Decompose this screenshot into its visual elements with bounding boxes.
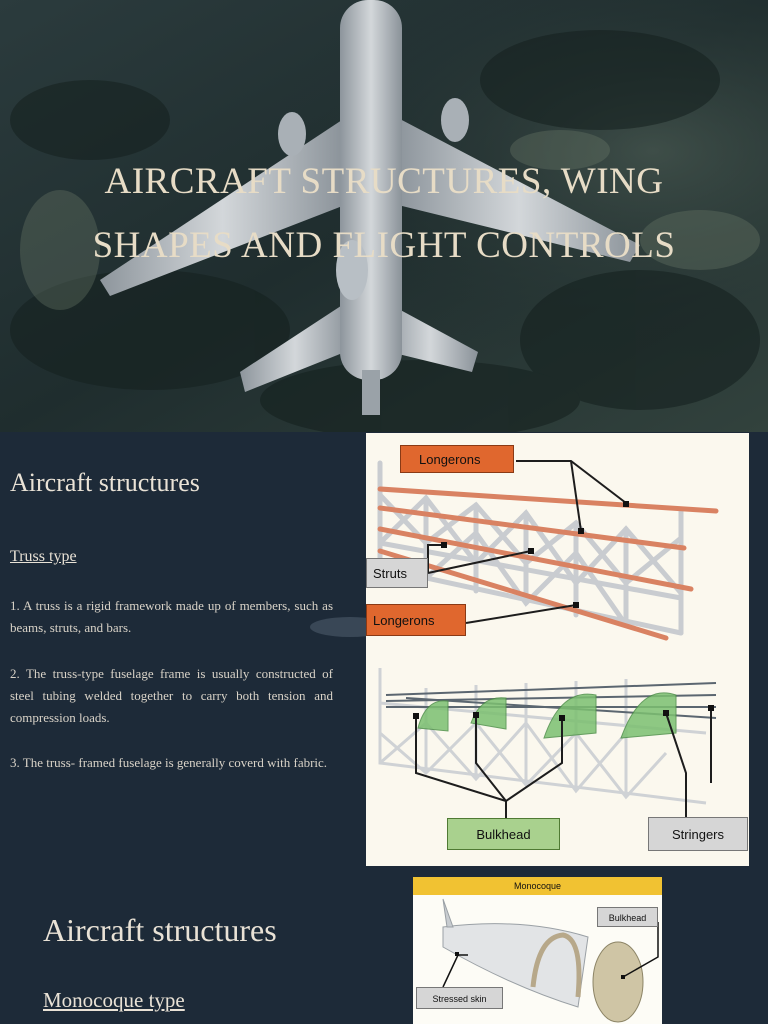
monocoque-diagram-title: Monocoque — [413, 877, 662, 895]
truss-slide: Aircraft structures Truss type 1. A trus… — [0, 432, 768, 872]
slide-title: AIRCRAFT STRUCTURES, WING SHAPES AND FLI… — [40, 150, 728, 278]
truss-diagram: Longerons Struts Longerons Bulkhead Stri… — [366, 433, 749, 866]
slide-title-line-1: AIRCRAFT STRUCTURES, WING — [104, 161, 664, 202]
point-2: 2. The truss-type fuselage frame is usua… — [10, 666, 333, 725]
label-stringers: Stringers — [648, 817, 748, 851]
point-3: 3. The truss- framed fuselage is general… — [10, 755, 328, 770]
label-stressed-skin: Stressed skin — [416, 987, 503, 1009]
label-monocoque-bulkhead: Bulkhead — [597, 907, 658, 927]
point-1: 1. A truss is a rigid framework made up … — [10, 598, 333, 635]
section-heading-2: Aircraft structures — [43, 912, 277, 948]
monocoque-diagram: Monocoque Bulkhead Stressed skin — [413, 877, 662, 1024]
aircraft-silhouette — [100, 0, 640, 415]
section-heading: Aircraft structures — [10, 468, 200, 497]
label-struts: Struts — [366, 558, 428, 588]
monocoque-slide: Aircraft structures Monocoque type Monoc… — [0, 872, 768, 1024]
label-longerons-top: Longerons — [400, 445, 514, 473]
label-longerons-bottom: Longerons — [366, 604, 466, 636]
monocoque-fuselage-illustration — [442, 898, 659, 1023]
aircraft-photo — [0, 0, 768, 432]
section-subheading: Truss type — [10, 548, 77, 565]
section-subheading-2: Monocoque type — [43, 988, 185, 1012]
title-slide: AIRCRAFT STRUCTURES, WING SHAPES AND FLI… — [0, 0, 768, 432]
label-bulkhead: Bulkhead — [447, 818, 560, 850]
slide-title-line-2: SHAPES AND FLIGHT CONTROLS — [92, 225, 676, 266]
truss-frame-illustration — [377, 460, 719, 818]
